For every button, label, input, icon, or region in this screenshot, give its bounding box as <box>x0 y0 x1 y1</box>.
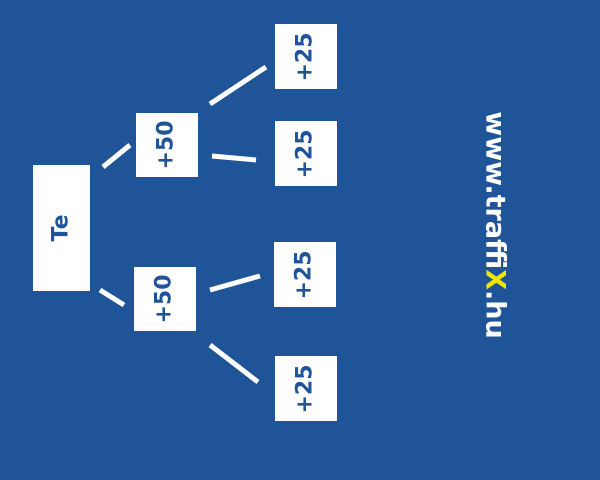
level1-node-upper: +50 <box>136 113 198 177</box>
connector-root-to-lower <box>98 287 126 308</box>
connector-upper-to-leaf1 <box>208 64 268 107</box>
root-node: Te <box>33 165 90 291</box>
level2-node-3: +25 <box>274 242 336 307</box>
level2-node-label: +25 <box>293 128 318 179</box>
level1-node-label: +50 <box>154 120 179 170</box>
brand-url-prefix: www.traffi <box>479 111 511 270</box>
connector-lower-to-leaf4 <box>208 343 260 384</box>
root-node-label: Te <box>48 214 74 242</box>
brand-url-highlight: X <box>479 269 511 291</box>
level1-node-label: +50 <box>152 274 177 324</box>
level2-node-label: +25 <box>293 363 318 414</box>
brand-url-text: www.traffiX.hu <box>479 111 511 339</box>
connector-root-to-upper <box>101 143 132 169</box>
level2-node-label: +25 <box>292 249 317 300</box>
connector-lower-to-leaf3 <box>209 273 261 293</box>
level2-node-label: +25 <box>293 31 318 82</box>
level2-node-1: +25 <box>275 24 337 89</box>
level2-node-2: +25 <box>275 121 337 186</box>
level2-node-4: +25 <box>275 356 337 421</box>
connector-upper-to-leaf2 <box>211 153 257 163</box>
level1-node-lower: +50 <box>134 267 196 331</box>
brand-url-suffix: .hu <box>479 290 511 339</box>
